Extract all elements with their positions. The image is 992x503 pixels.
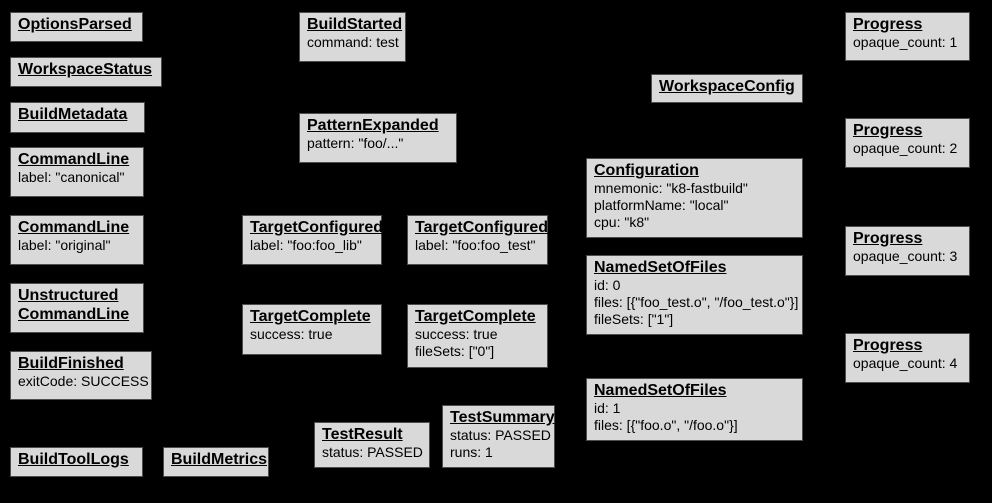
node-field: success: true [415, 326, 498, 342]
node-title: OptionsParsed [18, 16, 132, 33]
node-title: TargetConfigured [250, 219, 384, 236]
node-field: opaque_count: 1 [853, 34, 958, 50]
node-title: BuildStarted [307, 16, 403, 33]
node-workspace-config: WorkspaceConfig [651, 74, 803, 103]
node-title: Unstructured CommandLine [18, 287, 130, 323]
node-field: files: [{"foo.o", "/foo.o"}] [594, 417, 738, 433]
node-field: label: "canonical" [18, 169, 125, 185]
node-title: TargetComplete [250, 308, 371, 325]
node-title: TargetComplete [415, 308, 536, 325]
node-title: NamedSetOfFiles [594, 382, 727, 399]
node-title: TestResult [322, 426, 403, 443]
node-title: BuildMetadata [18, 106, 128, 123]
node-title: CommandLine [18, 151, 130, 168]
node-field: platformName: "local" [594, 197, 729, 213]
node-field: command: test [307, 34, 399, 50]
node-field: pattern: "foo/..." [307, 135, 404, 151]
node-build-metadata: BuildMetadata [10, 102, 145, 133]
node-title: WorkspaceStatus [18, 61, 152, 78]
node-title: CommandLine [18, 219, 130, 236]
node-field: mnemonic: "k8-fastbuild" [594, 180, 748, 196]
node-field: exitCode: SUCCESS [18, 373, 149, 389]
node-build-tool-logs: BuildToolLogs [10, 447, 143, 477]
node-field: cpu: "k8" [594, 214, 650, 230]
node-field: fileSets: ["0"] [415, 343, 495, 359]
node-field: id: 0 [594, 277, 621, 293]
node-field: label: "foo:foo_lib" [250, 237, 362, 253]
node-workspace-status: WorkspaceStatus [10, 57, 162, 87]
node-field: status: PASSED [450, 427, 551, 443]
node-options-parsed: OptionsParsed [10, 12, 143, 42]
node-title: Progress [853, 16, 923, 33]
node-title: PatternExpanded [307, 117, 439, 134]
node-field: label: "original" [18, 237, 111, 253]
node-unstructured-command-line: Unstructured CommandLine [10, 283, 144, 333]
node-field: opaque_count: 2 [853, 140, 958, 156]
node-title: WorkspaceConfig [659, 78, 795, 95]
node-title: BuildToolLogs [18, 451, 129, 468]
node-field: files: [{"foo_test.o", "/foo_test.o"}] [594, 294, 799, 310]
node-build-metrics: BuildMetrics [163, 447, 269, 477]
node-title: Progress [853, 122, 923, 139]
node-title: Configuration [594, 162, 699, 179]
node-field: opaque_count: 4 [853, 355, 958, 371]
node-field: runs: 1 [450, 444, 493, 460]
node-field: opaque_count: 3 [853, 248, 958, 264]
node-field: status: PASSED [322, 444, 423, 460]
node-title: BuildFinished [18, 355, 124, 372]
node-field: label: "foo:foo_test" [415, 237, 536, 253]
node-field: success: true [250, 326, 333, 342]
node-title: NamedSetOfFiles [594, 259, 727, 276]
node-title: Progress [853, 337, 923, 354]
node-title: BuildMetrics [171, 451, 268, 468]
node-field: fileSets: ["1"] [594, 311, 674, 327]
node-title: TargetConfigured [415, 219, 549, 236]
node-title: Progress [853, 230, 923, 247]
node-title: TestSummary [450, 409, 555, 426]
node-field: id: 1 [594, 400, 621, 416]
